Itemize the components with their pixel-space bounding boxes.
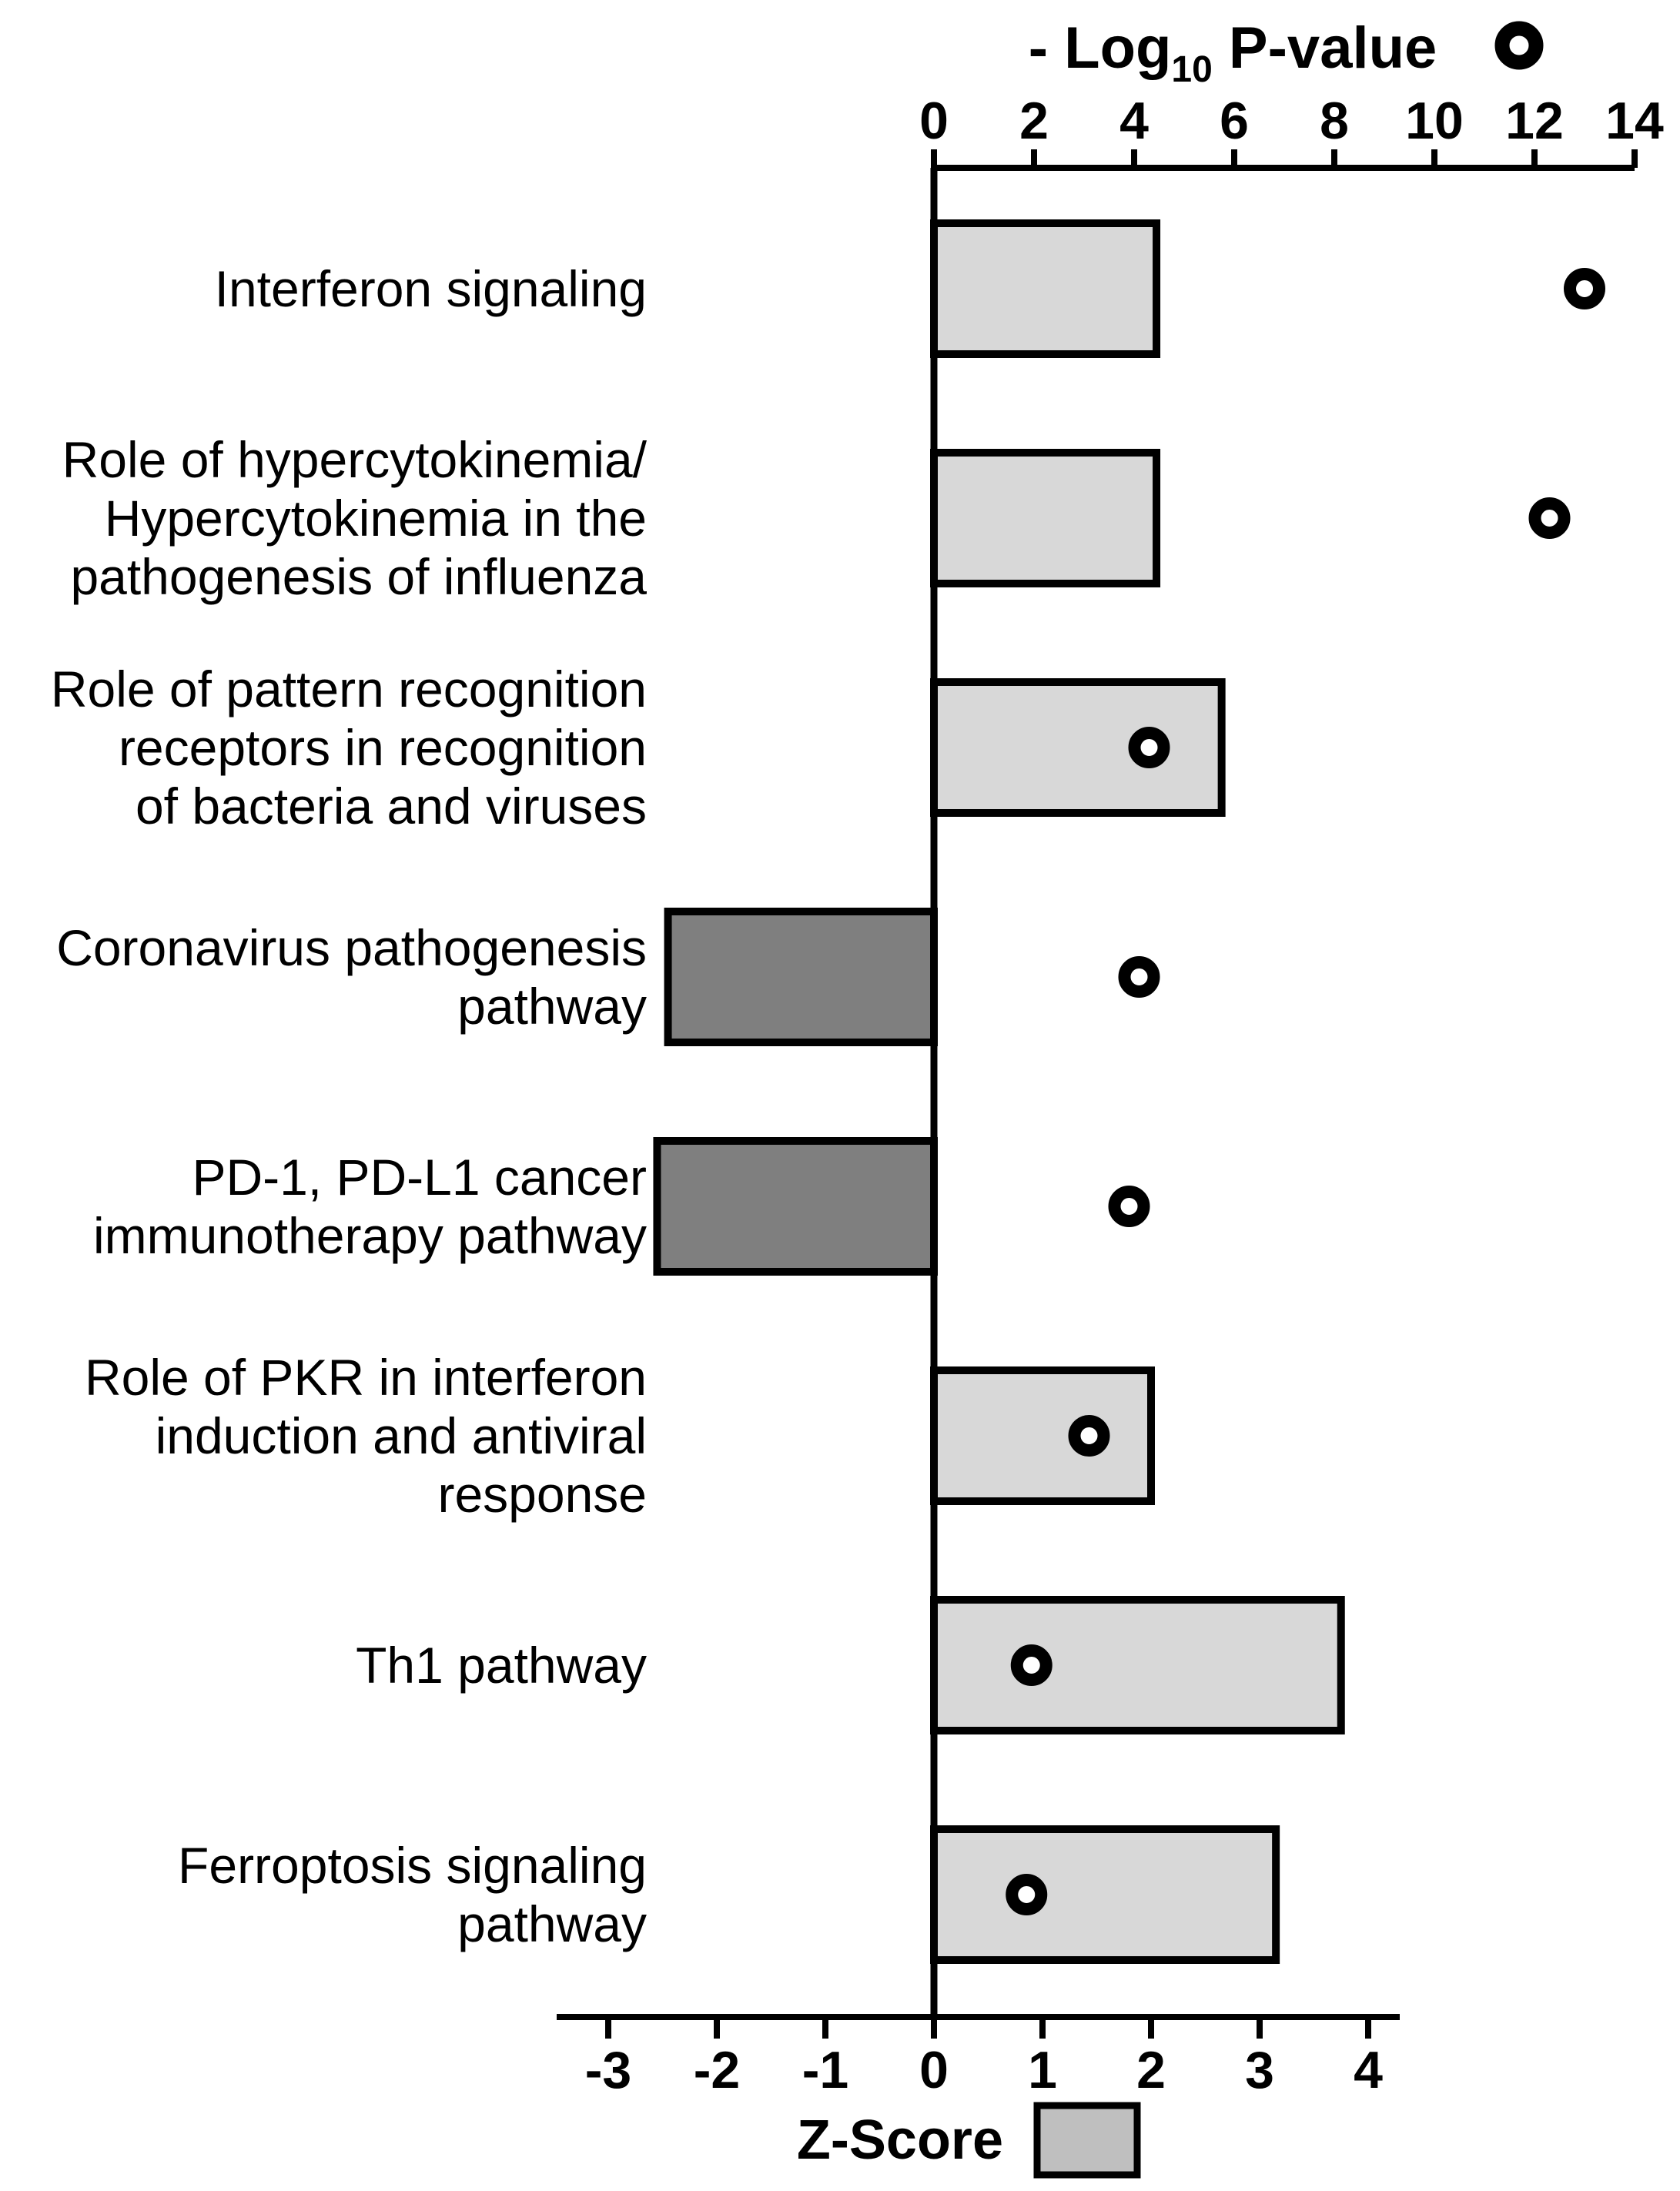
top-axis-tick-label: 14 bbox=[1605, 92, 1664, 150]
top-axis-tick-label: 2 bbox=[1019, 92, 1049, 150]
top-axis-tick-label: 6 bbox=[1220, 92, 1249, 150]
top-axis: 0 2 4 6 8 10 12 14 - Log10 P-value bbox=[919, 15, 1664, 171]
p-value-point bbox=[1006, 1874, 1048, 1915]
category-label: Th1 pathway bbox=[356, 1637, 647, 1694]
p-value-points bbox=[1006, 268, 1605, 1915]
top-axis-tick-label: 8 bbox=[1320, 92, 1349, 150]
z-score-bar bbox=[930, 1825, 1280, 1964]
bottom-axis-tick-label: 2 bbox=[1136, 2041, 1166, 2099]
p-value-legend-marker bbox=[1494, 21, 1544, 70]
top-axis-tick-label: 12 bbox=[1505, 92, 1564, 150]
p-value-point bbox=[1128, 727, 1170, 768]
z-score-bar bbox=[930, 1366, 1155, 1505]
bottom-axis-title: Z-Score bbox=[797, 2109, 1003, 2171]
category-label: Interferon signaling bbox=[215, 260, 647, 317]
p-value-point bbox=[1068, 1415, 1110, 1457]
z-score-bar bbox=[930, 219, 1161, 358]
p-value-point bbox=[1564, 268, 1605, 309]
z-score-bar bbox=[930, 449, 1161, 587]
top-axis-tick-label: 10 bbox=[1405, 92, 1464, 150]
top-axis-tick-label: 4 bbox=[1119, 92, 1149, 150]
z-score-bar bbox=[930, 678, 1226, 817]
z-score-bar bbox=[930, 1596, 1345, 1734]
p-value-point bbox=[1528, 497, 1571, 539]
bottom-axis-tick-label: 1 bbox=[1028, 2041, 1057, 2099]
z-score-bar bbox=[664, 908, 938, 1046]
bottom-axis: -3 -2 -1 0 1 2 3 4Z-Score bbox=[557, 2014, 1400, 2179]
bottom-axis-tick-label: 4 bbox=[1354, 2041, 1383, 2099]
top-axis-tick-label: 0 bbox=[919, 92, 949, 150]
z-score-bar bbox=[653, 1137, 938, 1276]
bottom-axis-tick-label: -2 bbox=[694, 2041, 740, 2099]
z-score-legend-swatch bbox=[1033, 2102, 1141, 2179]
bottom-axis-tick-label: 3 bbox=[1245, 2041, 1274, 2099]
bottom-axis-tick-label: -1 bbox=[802, 2041, 848, 2099]
p-value-point bbox=[1010, 1644, 1053, 1686]
category-label: Role of hypercytokinemia/Hypercytokinemi… bbox=[62, 431, 648, 605]
p-value-point bbox=[1118, 956, 1160, 998]
top-axis-title: - Log10 P-value bbox=[1029, 15, 1437, 90]
z-score-bars bbox=[653, 219, 1345, 1964]
p-value-point bbox=[1108, 1186, 1150, 1227]
bottom-axis-tick-label: -3 bbox=[585, 2041, 631, 2099]
bottom-axis-tick-label: 0 bbox=[919, 2041, 949, 2099]
